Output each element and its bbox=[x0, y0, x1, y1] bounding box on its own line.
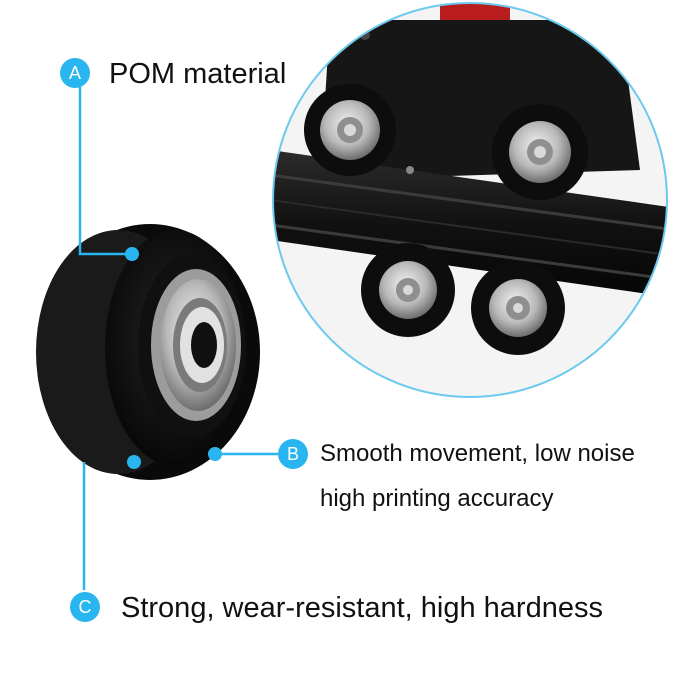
callout-a-badge: A bbox=[60, 58, 90, 88]
inset-wheel-upper-left bbox=[304, 84, 396, 176]
inset-closeup bbox=[273, 3, 667, 397]
inset-border bbox=[272, 2, 668, 398]
inset-wheel-upper-right bbox=[492, 104, 588, 200]
callout-c-badge: C bbox=[70, 592, 100, 622]
inset-wheel-lower-left bbox=[361, 243, 455, 337]
callout-b-text-line1: Smooth movement, low noise bbox=[320, 440, 635, 467]
callout-c-text: Strong, wear-resistant, high hardness bbox=[121, 592, 603, 624]
callout-a-text: POM material bbox=[109, 58, 287, 90]
inset-wheel-lower-right bbox=[471, 261, 565, 355]
callout-b-text-line2: high printing accuracy bbox=[320, 485, 554, 512]
callout-lines bbox=[78, 87, 278, 590]
callout-b-badge: B bbox=[278, 439, 308, 469]
pulley-wheel bbox=[36, 224, 260, 480]
callout-dots bbox=[125, 247, 222, 469]
